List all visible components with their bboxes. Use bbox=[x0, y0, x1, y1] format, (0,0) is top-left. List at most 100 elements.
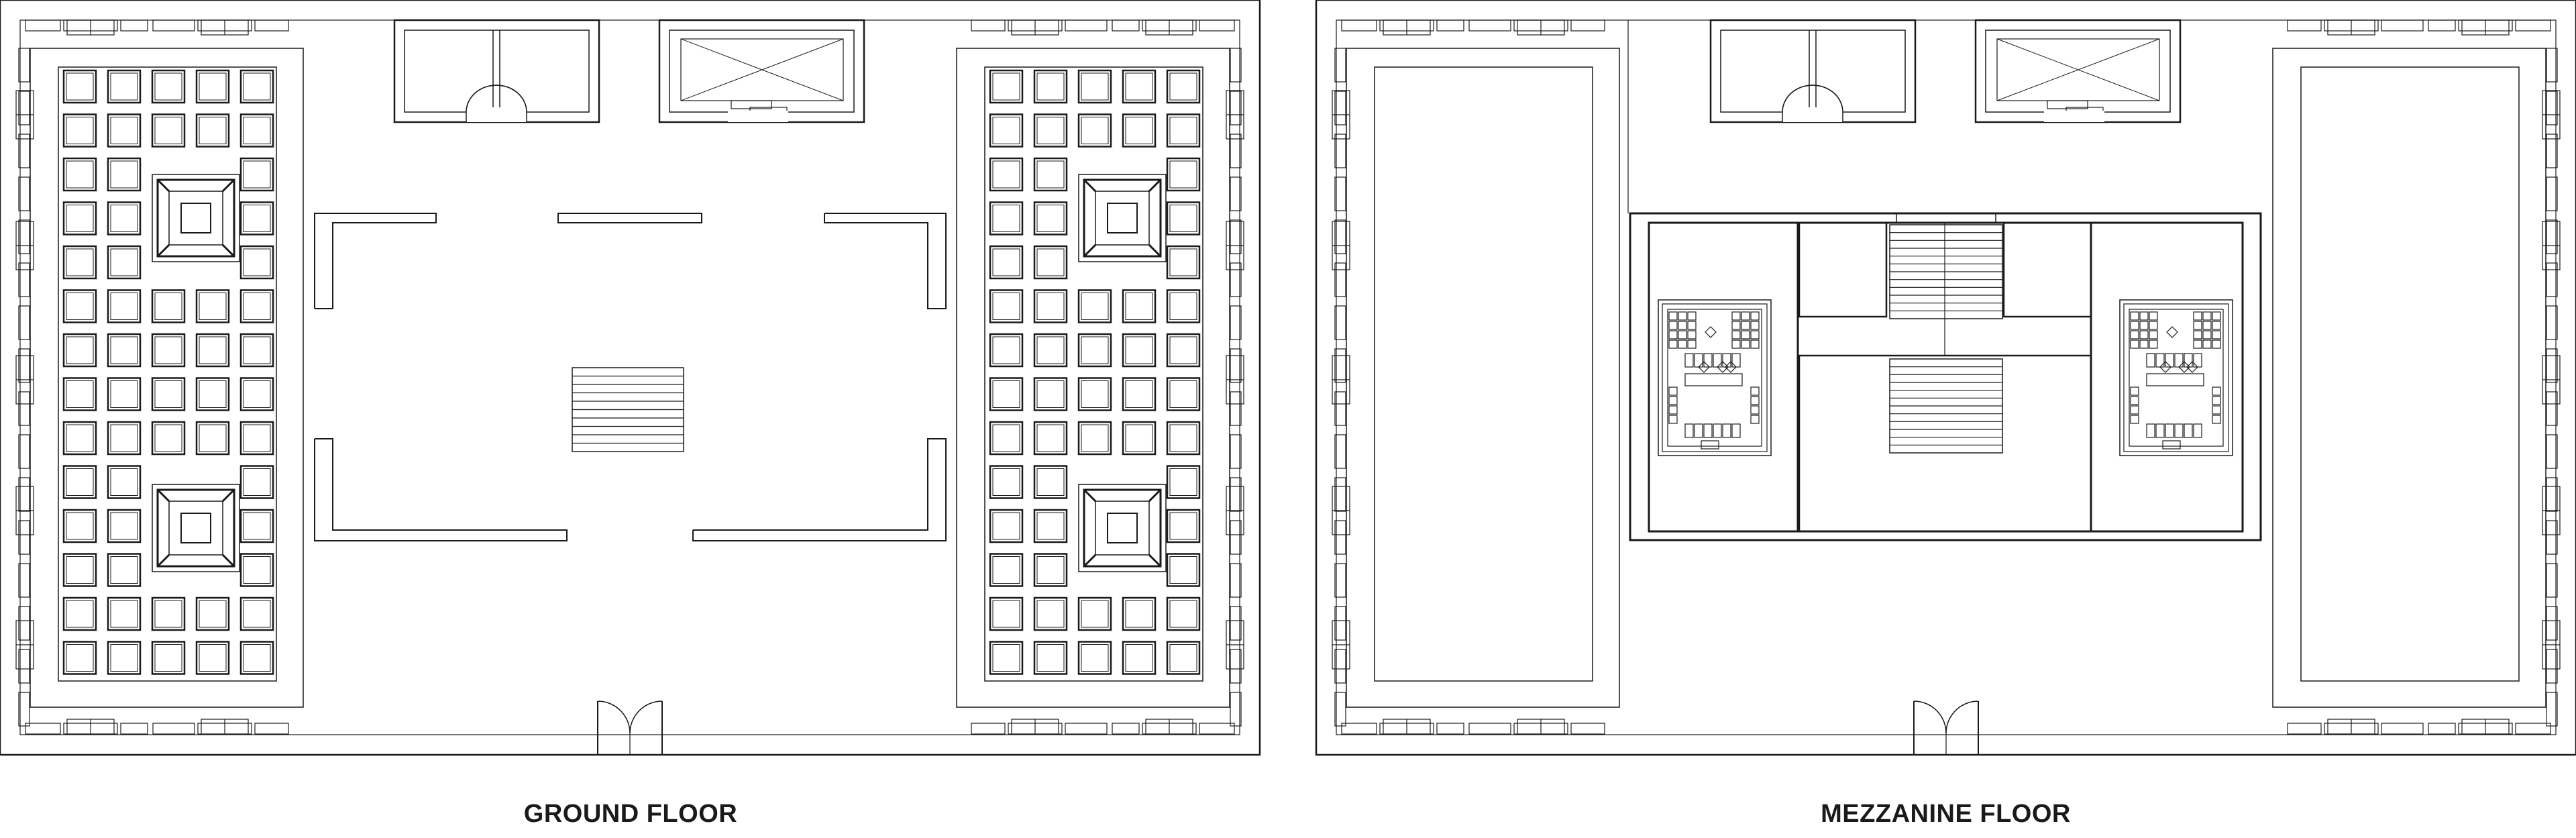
ceiling-tile-inner bbox=[66, 336, 94, 364]
desk-unit bbox=[1684, 423, 1694, 438]
ceiling-tile-inner bbox=[1125, 644, 1153, 672]
window-bay-bottom bbox=[1436, 723, 1464, 735]
desk-unit bbox=[2174, 423, 2184, 438]
shelf-unit bbox=[2193, 330, 2202, 339]
ceiling-tile bbox=[1033, 509, 1068, 543]
ceiling-tile bbox=[62, 289, 97, 323]
window-bay-bottom bbox=[152, 723, 195, 735]
desk-unit bbox=[2155, 423, 2165, 438]
ceiling-tile bbox=[1166, 553, 1201, 587]
ceiling-tile-inner bbox=[110, 600, 138, 628]
ceiling-tile bbox=[107, 333, 142, 368]
window-side-left bbox=[1334, 48, 1346, 83]
lift-opening bbox=[728, 111, 788, 122]
ceiling-tile-inner bbox=[243, 600, 271, 628]
shelf-unit bbox=[2212, 386, 2221, 396]
window-side-left bbox=[1334, 391, 1346, 426]
ceiling-tile bbox=[107, 421, 142, 456]
ceiling-tile-inner bbox=[1169, 600, 1197, 628]
desk-unit bbox=[1713, 423, 1722, 438]
ceiling-tile bbox=[195, 421, 230, 456]
ceiling-tile bbox=[62, 201, 97, 235]
shelf-unit bbox=[2212, 415, 2221, 424]
shelf-unit bbox=[2130, 330, 2139, 339]
ceiling-tile-inner bbox=[110, 117, 138, 144]
ceiling-tile bbox=[107, 596, 142, 631]
ceiling-tile bbox=[989, 69, 1024, 104]
central-room-nw bbox=[1798, 221, 1888, 318]
desk-unit bbox=[1703, 353, 1713, 368]
window-side-left bbox=[18, 649, 30, 684]
shelf-unit bbox=[1741, 339, 1750, 349]
shelf-unit bbox=[2202, 330, 2212, 339]
shelf-unit bbox=[1731, 339, 1741, 349]
ceiling-tile-inner bbox=[992, 424, 1020, 452]
window-side-left bbox=[18, 520, 30, 555]
column-skylight-core bbox=[1107, 203, 1138, 233]
ceiling-tile-inner bbox=[154, 336, 182, 364]
ceiling-tile-inner bbox=[1036, 205, 1065, 232]
window-bay-bottom bbox=[254, 723, 289, 735]
lift-core-inner bbox=[1985, 30, 2171, 113]
shelf-unit bbox=[1668, 386, 1678, 396]
ceiling-tile-inner bbox=[243, 248, 271, 276]
ceiling-tile-inner bbox=[66, 556, 94, 584]
ceiling-tile-inner bbox=[110, 205, 138, 232]
ceiling-tile bbox=[989, 201, 1024, 235]
ceiling-tile-inner bbox=[66, 380, 94, 408]
ceiling-tile bbox=[1166, 509, 1201, 543]
window-side-left bbox=[18, 262, 30, 297]
ceiling-tile-inner bbox=[1125, 336, 1153, 364]
ceiling-tile bbox=[1166, 289, 1201, 323]
ceiling-tile-inner bbox=[1169, 644, 1197, 672]
ceiling-tile bbox=[62, 553, 97, 587]
ceiling-tile-inner bbox=[110, 160, 138, 189]
desk-unit bbox=[2184, 423, 2193, 438]
ceiling-tile bbox=[1166, 69, 1201, 104]
ceiling-tile bbox=[1077, 377, 1112, 411]
ceiling-tile-inner bbox=[1169, 205, 1197, 232]
window-side-left bbox=[1334, 477, 1346, 512]
ceiling-tile bbox=[1166, 377, 1201, 411]
furniture-zone-inner bbox=[2123, 303, 2229, 452]
stair-core-opening bbox=[466, 107, 527, 122]
ceiling-tile bbox=[195, 289, 230, 323]
lift-opening bbox=[2044, 111, 2104, 122]
window-side-right bbox=[2546, 563, 2558, 598]
shelf-unit bbox=[1750, 405, 1760, 415]
window-side-right bbox=[1230, 48, 1242, 83]
shelf-unit bbox=[1668, 321, 1678, 330]
ceiling-tile bbox=[107, 465, 142, 499]
desk-unit bbox=[1694, 423, 1703, 438]
skylight-hip bbox=[1083, 244, 1097, 258]
hall-wall-se bbox=[692, 438, 947, 541]
window-bay-bottom bbox=[1065, 723, 1108, 735]
ceiling-tile bbox=[1166, 113, 1201, 148]
ceiling-tile-inner bbox=[992, 336, 1020, 364]
furniture-zone-core bbox=[2129, 309, 2224, 447]
ceiling-tile bbox=[1122, 641, 1157, 675]
reading-table bbox=[1684, 373, 1743, 386]
ceiling-tile bbox=[989, 245, 1024, 280]
shelf-unit bbox=[1678, 330, 1687, 339]
hall-outline bbox=[30, 48, 304, 708]
ceiling-tile-inner bbox=[1081, 644, 1109, 672]
ceiling-tile-inner bbox=[154, 293, 182, 320]
ceiling-tile bbox=[195, 69, 230, 104]
ceiling-tile-inner bbox=[110, 293, 138, 320]
ceiling-tile bbox=[239, 641, 274, 675]
ceiling-tile-inner bbox=[66, 644, 94, 672]
window-side-left bbox=[1334, 262, 1346, 297]
void-outline-right bbox=[2272, 48, 2546, 708]
ceiling-tile-inner bbox=[1036, 512, 1065, 540]
window-side-left bbox=[18, 305, 30, 340]
ceiling-tile-inner bbox=[154, 380, 182, 408]
shelf-unit bbox=[1687, 321, 1697, 330]
central-lobby bbox=[1798, 354, 2092, 533]
ceiling-tile bbox=[62, 245, 97, 280]
column-skylight bbox=[1078, 174, 1167, 262]
ceiling-tile-inner bbox=[1169, 293, 1197, 320]
shelf-unit bbox=[1750, 330, 1760, 339]
chair bbox=[2186, 361, 2198, 373]
window-side-left bbox=[18, 477, 30, 512]
